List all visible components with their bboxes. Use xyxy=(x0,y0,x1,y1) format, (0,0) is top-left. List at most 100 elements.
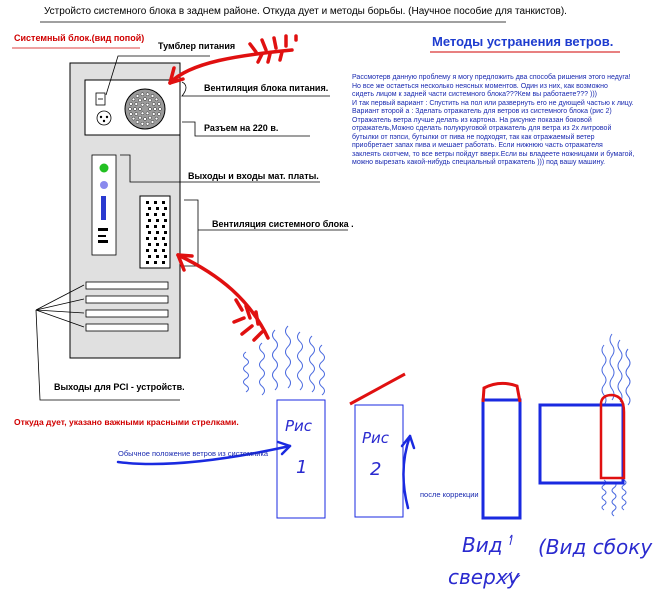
fan-hole xyxy=(158,107,162,111)
pci-slot xyxy=(85,323,169,332)
fan-hole xyxy=(134,112,139,116)
fig1-box xyxy=(276,399,326,519)
fan-hole xyxy=(128,107,132,111)
paragraph-line: И так первый вариант : Спустить на пол и… xyxy=(352,99,634,107)
grille-hole xyxy=(146,213,149,216)
paragraph-line: Вариант второй а : Зделать отражатель дл… xyxy=(352,108,612,116)
fan-hole xyxy=(151,102,156,106)
label-case-fan: Вентиляция системного блока . xyxy=(212,219,354,229)
grille-hole xyxy=(156,207,159,210)
grille-hole xyxy=(154,237,157,240)
fan-hole xyxy=(150,120,155,124)
wind-lines xyxy=(243,325,631,517)
fan-hole xyxy=(154,116,159,121)
fan-hole xyxy=(148,98,152,103)
grille-hole xyxy=(162,213,165,216)
fan-hole xyxy=(153,107,157,111)
power-socket xyxy=(96,110,112,126)
paragraph-line: Но все же остаеться несколько неясных мо… xyxy=(352,82,608,90)
grille-hole xyxy=(164,219,167,222)
fan-hole xyxy=(138,115,142,120)
methods-title: Методы устранения ветров. xyxy=(432,34,614,49)
paragraph-line: приобретает запах пива и мешает работать… xyxy=(352,142,603,150)
grille-hole xyxy=(164,255,167,258)
fan-hole xyxy=(138,98,142,103)
paragraph-line: бутылки от пэпси, бутылки от пива не под… xyxy=(352,133,595,141)
grille-hole xyxy=(154,261,157,264)
grille-hole xyxy=(148,219,151,222)
fan-hole xyxy=(157,102,161,106)
wind-squiggle xyxy=(297,331,303,391)
grille-hole xyxy=(156,243,159,246)
fan-hole xyxy=(140,122,145,126)
pci-slot xyxy=(85,281,169,290)
top-view-reflector xyxy=(481,381,522,403)
grille-hole xyxy=(164,231,167,234)
grille-hole xyxy=(148,243,151,246)
normal-position-note: Обычное положение ветров из системника xyxy=(118,449,269,458)
grille-hole xyxy=(156,255,159,258)
fig1-label: Рис xyxy=(285,417,313,435)
fan-hole xyxy=(145,92,150,96)
fan-hole xyxy=(145,102,150,107)
wind-squiggle xyxy=(611,481,617,517)
fan-hole xyxy=(140,111,145,116)
grille-hole xyxy=(146,201,149,204)
fan-hole xyxy=(134,102,139,106)
wind-squiggle xyxy=(285,325,291,389)
handwritten-strokes xyxy=(503,534,521,583)
wind-squiggle xyxy=(601,479,607,511)
grille-hole xyxy=(154,249,157,252)
green-port xyxy=(99,163,109,173)
paragraph-line: можно вырезать какой-нибудь специальный … xyxy=(352,159,606,167)
wind-squiggle xyxy=(259,342,265,396)
page-title: Устройсто системного блока в заднем райо… xyxy=(44,6,567,17)
fig2-reflector xyxy=(349,372,406,406)
fan-hole xyxy=(131,97,136,102)
view-top-label-2: сверху xyxy=(448,565,520,589)
fan-hole xyxy=(148,115,152,120)
pci-slot xyxy=(85,295,169,304)
label-power-toggle: Тумблер питания xyxy=(158,41,236,51)
system-unit xyxy=(69,62,181,359)
fan-hole xyxy=(145,111,150,116)
label-psu-fan: Вентиляция блока питания. xyxy=(204,83,329,93)
blue-arrow-corrected xyxy=(400,434,416,510)
grille-hole xyxy=(148,207,151,210)
section-label: Системный блок.(вид попой) xyxy=(14,33,145,43)
top-view-box xyxy=(481,398,522,520)
side-view-reflector xyxy=(599,393,626,480)
grille-hole xyxy=(148,255,151,258)
view-side-label: (Вид сбоку xyxy=(538,535,653,559)
blue-port xyxy=(101,196,106,220)
grille-hole xyxy=(164,243,167,246)
purple-port xyxy=(100,181,108,189)
grille-hole xyxy=(154,213,157,216)
grille-hole xyxy=(162,261,165,264)
fan-hole xyxy=(135,120,140,124)
label-pci-slots: Выходы для PCI - устройств. xyxy=(54,382,185,392)
after-fix-note: после коррекции xyxy=(420,490,479,499)
grille-hole xyxy=(162,249,165,252)
pci-slot xyxy=(85,309,169,318)
grille-hole xyxy=(148,231,151,234)
fan-hole xyxy=(140,102,145,107)
fan-hole xyxy=(133,107,137,111)
wind-squiggle xyxy=(625,348,631,406)
red-arrow-case xyxy=(176,253,270,342)
label-mb-ports: Выходы и входы мат. платы. xyxy=(188,171,319,181)
view-top-label: Вид xyxy=(462,533,503,557)
fan-hole xyxy=(145,122,150,126)
label-power-socket: Разъем на 220 в. xyxy=(204,123,279,133)
fan-hole xyxy=(150,94,155,98)
blue-arrow-normal xyxy=(116,440,292,466)
methods-paragraph: Рассмотерв данную проблему я могу предло… xyxy=(352,74,652,168)
wind-squiggle xyxy=(621,479,627,511)
leader-lines xyxy=(35,55,348,401)
fan-hole xyxy=(135,94,140,98)
grille-hole xyxy=(162,237,165,240)
wind-squiggle xyxy=(319,344,325,396)
fig2-label: Рис xyxy=(362,429,390,447)
paragraph-line: заклеять скотчем, то все ветры пойдут вв… xyxy=(352,150,635,158)
wind-squiggle xyxy=(243,351,249,393)
